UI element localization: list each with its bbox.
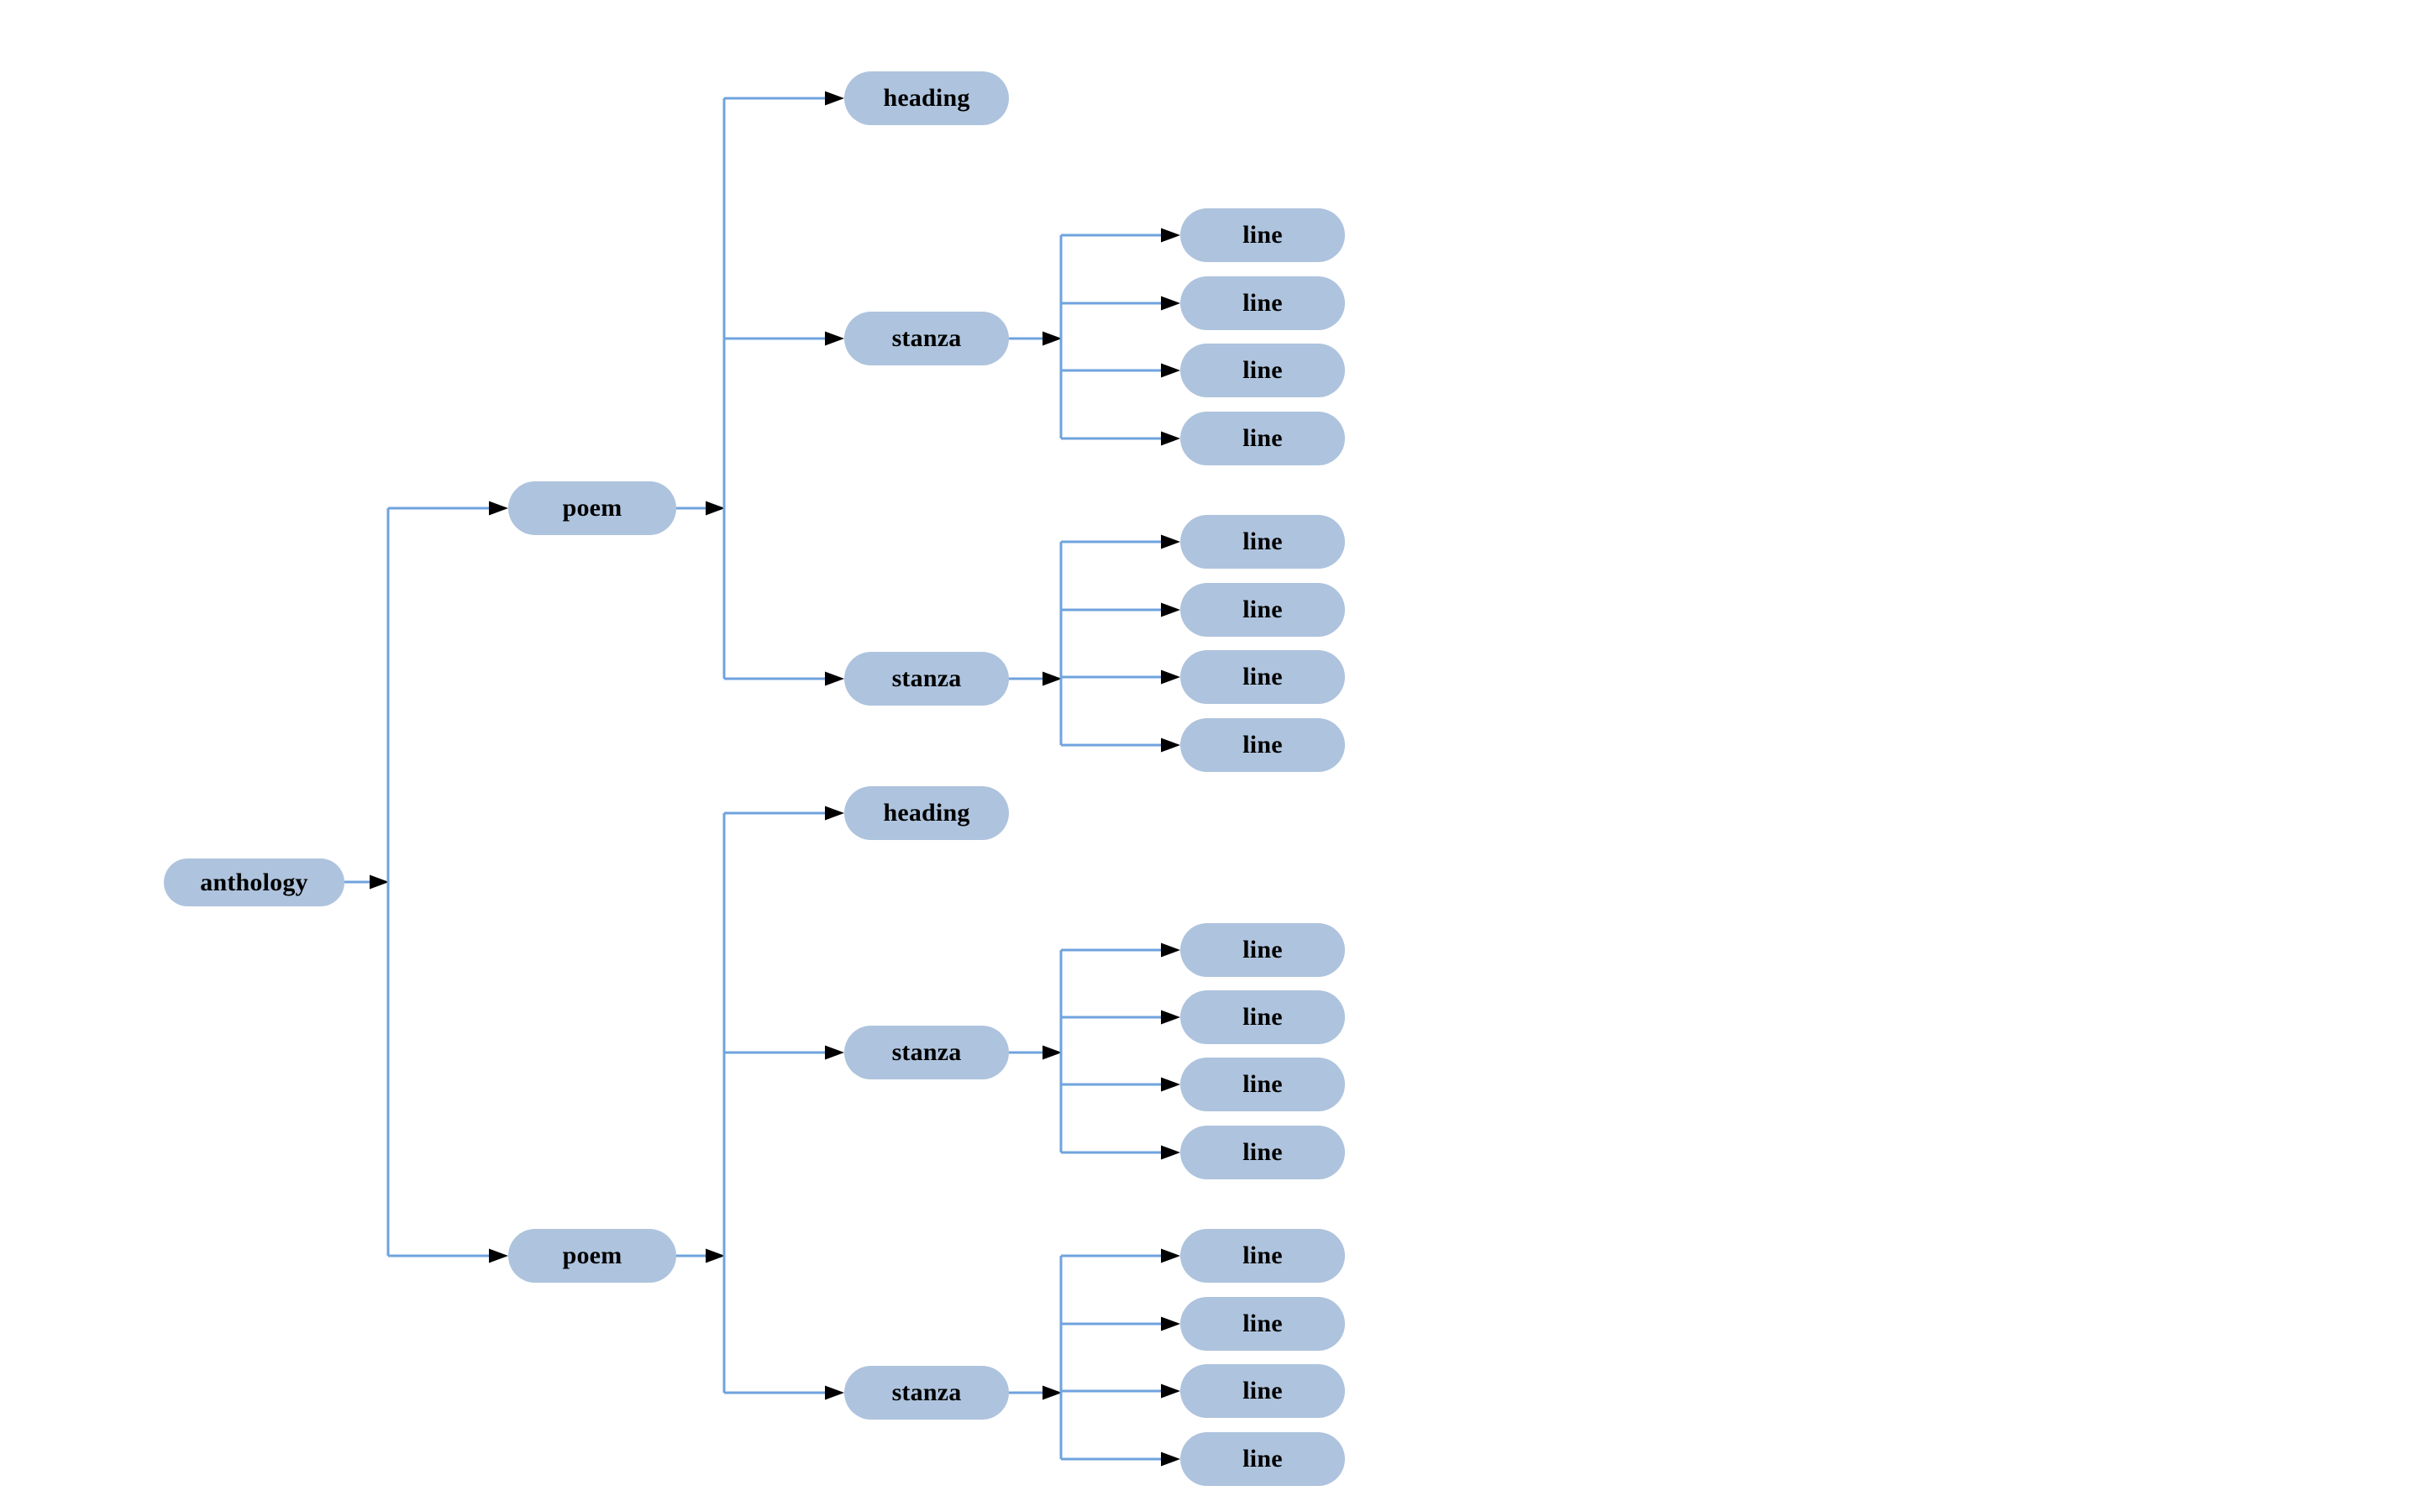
- arrowhead-to-poem1: [489, 501, 508, 516]
- node-label-p2-s1-line4: line: [1242, 1138, 1283, 1166]
- node-label-p1-s1-line1: line: [1242, 221, 1283, 249]
- node-p1-stanza1[interactable]: stanza: [844, 312, 1009, 365]
- arrowhead-to-p2-s1-line1: [1161, 942, 1180, 958]
- arrowhead-to-p1-heading: [825, 91, 844, 106]
- node-p2-s2-line3[interactable]: line: [1180, 1364, 1345, 1418]
- node-p2-s2-line1[interactable]: line: [1180, 1229, 1345, 1283]
- node-label-p1-s2-line2: line: [1242, 596, 1283, 623]
- node-label-p1-s2-line1: line: [1242, 528, 1283, 555]
- arrowhead-to-p2-s2-line4: [1161, 1452, 1180, 1467]
- node-p2-s1-line2[interactable]: line: [1180, 990, 1345, 1044]
- node-label-p1-s2-line4: line: [1242, 731, 1283, 759]
- node-label-p2-s2-line2: line: [1242, 1310, 1283, 1337]
- node-label-p2-s1-line2: line: [1242, 1003, 1283, 1031]
- arrowhead-to-p1-s1-line4: [1161, 431, 1180, 446]
- arrowhead-into-bus-poem2-stanza2-to-lines: [1043, 1385, 1062, 1400]
- arrowhead-into-bus-anthology-to-poems: [370, 874, 389, 890]
- arrowhead-into-bus-poem1-stanza2-to-lines: [1043, 671, 1062, 686]
- node-p2-stanza1[interactable]: stanza: [844, 1026, 1009, 1079]
- arrowhead-to-poem2: [489, 1248, 508, 1263]
- node-label-p1-heading: heading: [883, 84, 970, 112]
- node-p1-s1-line1[interactable]: line: [1180, 208, 1345, 262]
- arrowhead-to-p2-stanza1: [825, 1045, 844, 1060]
- arrowhead-to-p2-s2-line3: [1161, 1383, 1180, 1399]
- arrowhead-to-p1-s2-line3: [1161, 669, 1180, 685]
- arrowhead-into-bus-poem1-stanza1-to-lines: [1043, 331, 1062, 346]
- node-p2-s1-line3[interactable]: line: [1180, 1058, 1345, 1111]
- node-anthology[interactable]: anthology: [164, 858, 344, 906]
- node-label-poem2: poem: [562, 1242, 622, 1269]
- node-label-p2-s2-line1: line: [1242, 1242, 1283, 1269]
- arrowhead-to-p1-s1-line2: [1161, 296, 1180, 311]
- node-p2-s2-line4[interactable]: line: [1180, 1432, 1345, 1486]
- node-label-p2-stanza1: stanza: [891, 1038, 962, 1066]
- node-label-p2-s1-line1: line: [1242, 936, 1283, 963]
- arrowhead-to-p1-s2-line1: [1161, 534, 1180, 549]
- node-label-p2-s1-line3: line: [1242, 1070, 1283, 1098]
- node-label-p1-s1-line4: line: [1242, 424, 1283, 452]
- node-p1-s1-line3[interactable]: line: [1180, 344, 1345, 397]
- arrowhead-to-p2-s1-line3: [1161, 1077, 1180, 1092]
- arrowhead-to-p2-stanza2: [825, 1385, 844, 1400]
- node-label-anthology: anthology: [200, 868, 308, 896]
- node-p1-s1-line2[interactable]: line: [1180, 276, 1345, 330]
- node-p1-s2-line4[interactable]: line: [1180, 718, 1345, 772]
- arrowhead-into-bus-poem1-to-children: [706, 501, 725, 516]
- arrowhead-to-p1-s2-line2: [1161, 602, 1180, 617]
- node-poem2[interactable]: poem: [508, 1229, 676, 1283]
- node-p2-stanza2[interactable]: stanza: [844, 1366, 1009, 1420]
- arrowhead-to-p1-s1-line1: [1161, 228, 1180, 243]
- node-p2-heading[interactable]: heading: [844, 786, 1009, 840]
- node-label-p2-s2-line3: line: [1242, 1377, 1283, 1404]
- arrowhead-to-p2-heading: [825, 806, 844, 821]
- node-p1-heading[interactable]: heading: [844, 71, 1009, 125]
- node-label-p2-s2-line4: line: [1242, 1445, 1283, 1473]
- arrowhead-into-bus-poem2-to-children: [706, 1248, 725, 1263]
- arrowhead-to-p1-stanza1: [825, 331, 844, 346]
- node-label-p1-s1-line3: line: [1242, 356, 1283, 384]
- node-label-poem1: poem: [562, 494, 622, 522]
- node-p2-s2-line2[interactable]: line: [1180, 1297, 1345, 1351]
- node-p2-s1-line1[interactable]: line: [1180, 923, 1345, 977]
- arrowhead-to-p2-s2-line1: [1161, 1248, 1180, 1263]
- node-label-p2-heading: heading: [883, 799, 970, 827]
- node-label-p1-stanza2: stanza: [891, 664, 962, 692]
- arrowhead-to-p1-s1-line3: [1161, 363, 1180, 378]
- node-p2-s1-line4[interactable]: line: [1180, 1126, 1345, 1179]
- arrowhead-into-bus-poem2-stanza1-to-lines: [1043, 1045, 1062, 1060]
- node-p1-s2-line3[interactable]: line: [1180, 650, 1345, 704]
- node-label-p1-s1-line2: line: [1242, 289, 1283, 317]
- node-p1-s2-line2[interactable]: line: [1180, 583, 1345, 637]
- arrowhead-to-p1-stanza2: [825, 671, 844, 686]
- arrowhead-to-p2-s1-line2: [1161, 1010, 1180, 1025]
- node-p1-s2-line1[interactable]: line: [1180, 515, 1345, 569]
- node-p1-s1-line4[interactable]: line: [1180, 412, 1345, 465]
- node-label-p1-s2-line3: line: [1242, 663, 1283, 690]
- node-label-p1-stanza1: stanza: [891, 324, 962, 352]
- arrowhead-to-p2-s1-line4: [1161, 1145, 1180, 1160]
- node-poem1[interactable]: poem: [508, 481, 676, 535]
- arrowhead-to-p1-s2-line4: [1161, 738, 1180, 753]
- node-label-p2-stanza2: stanza: [891, 1378, 962, 1406]
- arrowhead-to-p2-s2-line2: [1161, 1316, 1180, 1331]
- node-p1-stanza2[interactable]: stanza: [844, 652, 1009, 706]
